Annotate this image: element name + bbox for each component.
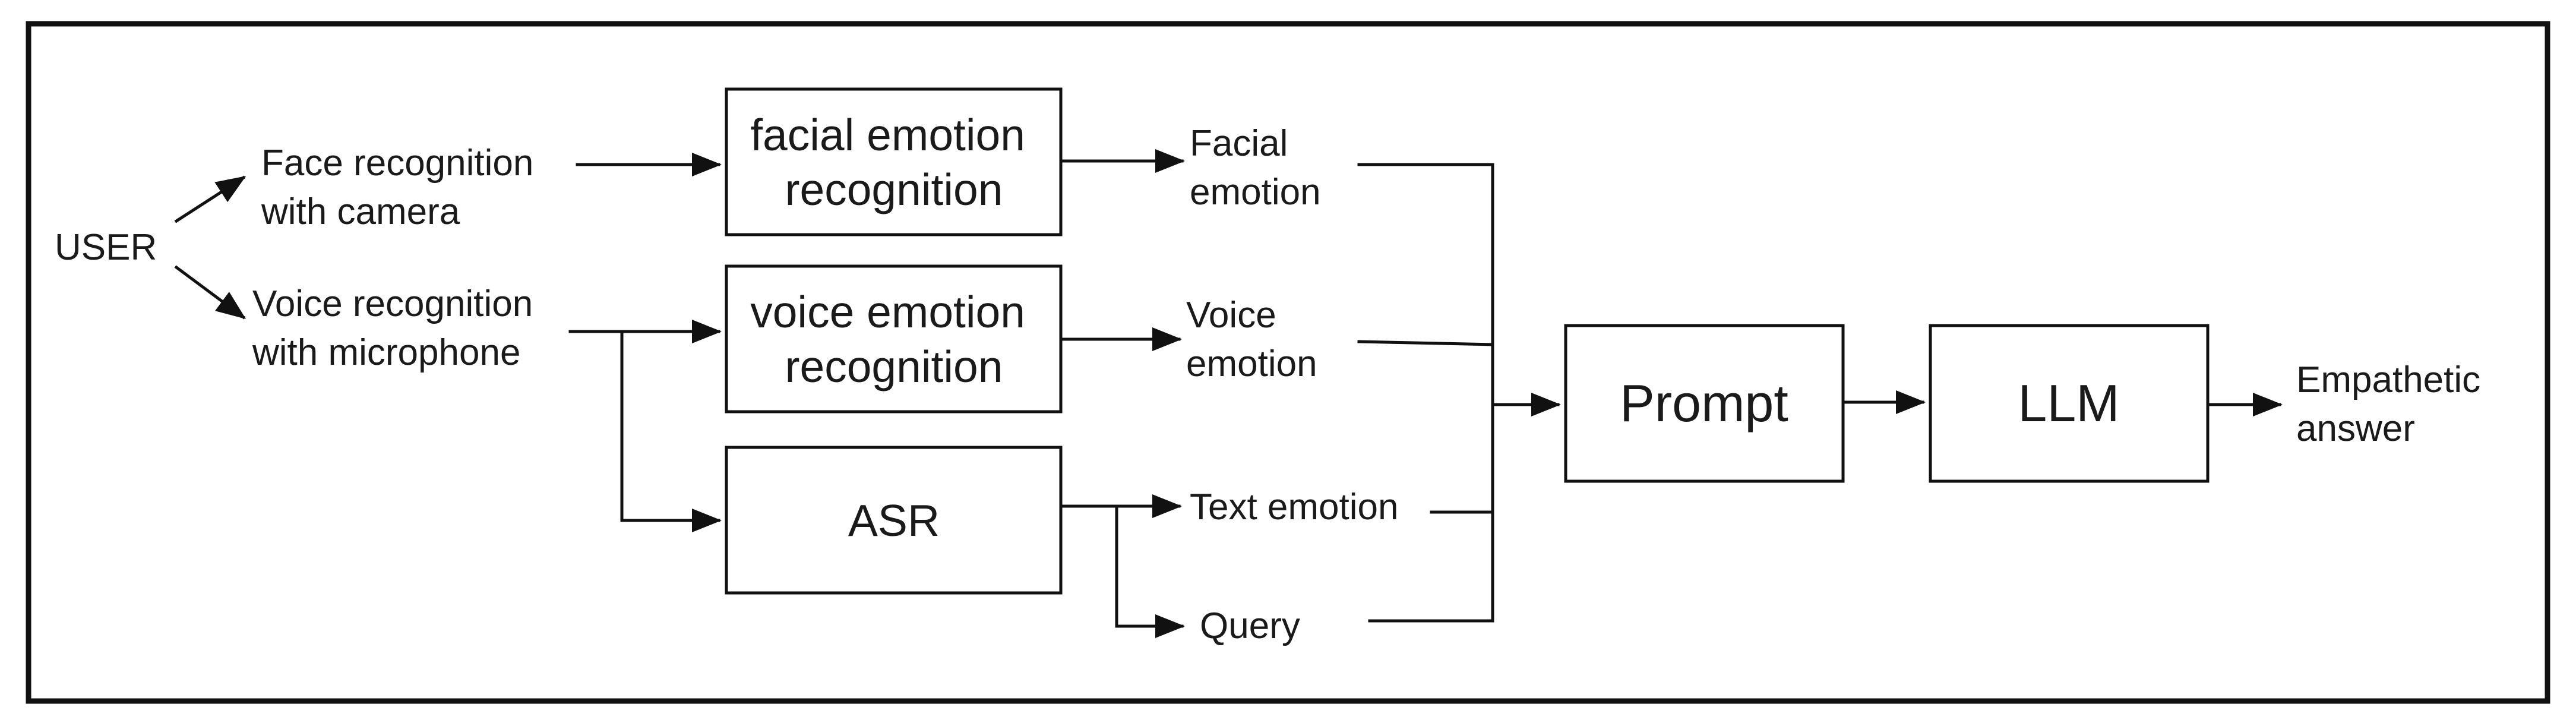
empathetic-answer-line-2: answer: [2296, 408, 2415, 449]
empathetic-answer-label: Empathetic answer: [2296, 359, 2490, 449]
voice-emotion-label: Voice emotion: [1186, 295, 1317, 384]
arrow-user-to-voice: [174, 265, 246, 320]
voice-emotion-recognition-label: voice emotion recognition: [750, 287, 1038, 392]
empathetic-answer-line-1: Empathetic: [2296, 359, 2480, 400]
arrow-user-to-face: [174, 175, 246, 223]
llm-label: LLM: [2018, 374, 2119, 433]
facial-module-line-1: facial emotion: [750, 110, 1025, 160]
asr-label: ASR: [848, 495, 940, 545]
asr-box: [725, 446, 1063, 595]
facial-emotion-recognition-box: [725, 87, 1063, 236]
llm-box: [1929, 324, 2210, 483]
voice-recognition-label: Voice recognition with microphone: [252, 283, 543, 373]
prompt-label: Prompt: [1620, 374, 1788, 433]
query-label: Query: [1200, 605, 1300, 646]
facial-module-line-2: recognition: [785, 165, 1003, 214]
voice-recognition-line-1: Voice recognition: [252, 283, 533, 324]
face-recognition-line-2: with camera: [261, 191, 460, 232]
voice-emotion-recognition-box: [725, 264, 1063, 413]
facial-emotion-recognition-label: facial emotion recognition: [750, 110, 1038, 214]
arrow-voice-to-asr: [620, 330, 722, 532]
facial-emotion-label: Facial emotion: [1190, 123, 1321, 213]
voice-recognition-line-2: with microphone: [252, 332, 520, 373]
voice-module-line-1: voice emotion: [750, 287, 1025, 337]
face-recognition-line-1: Face recognition: [261, 143, 533, 184]
line-facial-emotion-to-bus: [1357, 163, 1494, 623]
face-recognition-label: Face recognition with camera: [261, 143, 544, 232]
user-label: USER: [55, 227, 157, 268]
voice-emotion-line-1: Voice: [1186, 295, 1276, 336]
line-voice-emotion-to-bus: [1357, 340, 1494, 346]
facial-emotion-line-1: Facial: [1190, 123, 1288, 164]
arrow-asr-to-query: [1115, 504, 1185, 638]
voice-module-line-2: recognition: [785, 342, 1003, 392]
facial-emotion-line-2: emotion: [1190, 172, 1321, 213]
prompt-box: [1564, 324, 1845, 483]
voice-emotion-line-2: emotion: [1186, 343, 1317, 384]
text-emotion-label: Text emotion: [1190, 487, 1399, 528]
